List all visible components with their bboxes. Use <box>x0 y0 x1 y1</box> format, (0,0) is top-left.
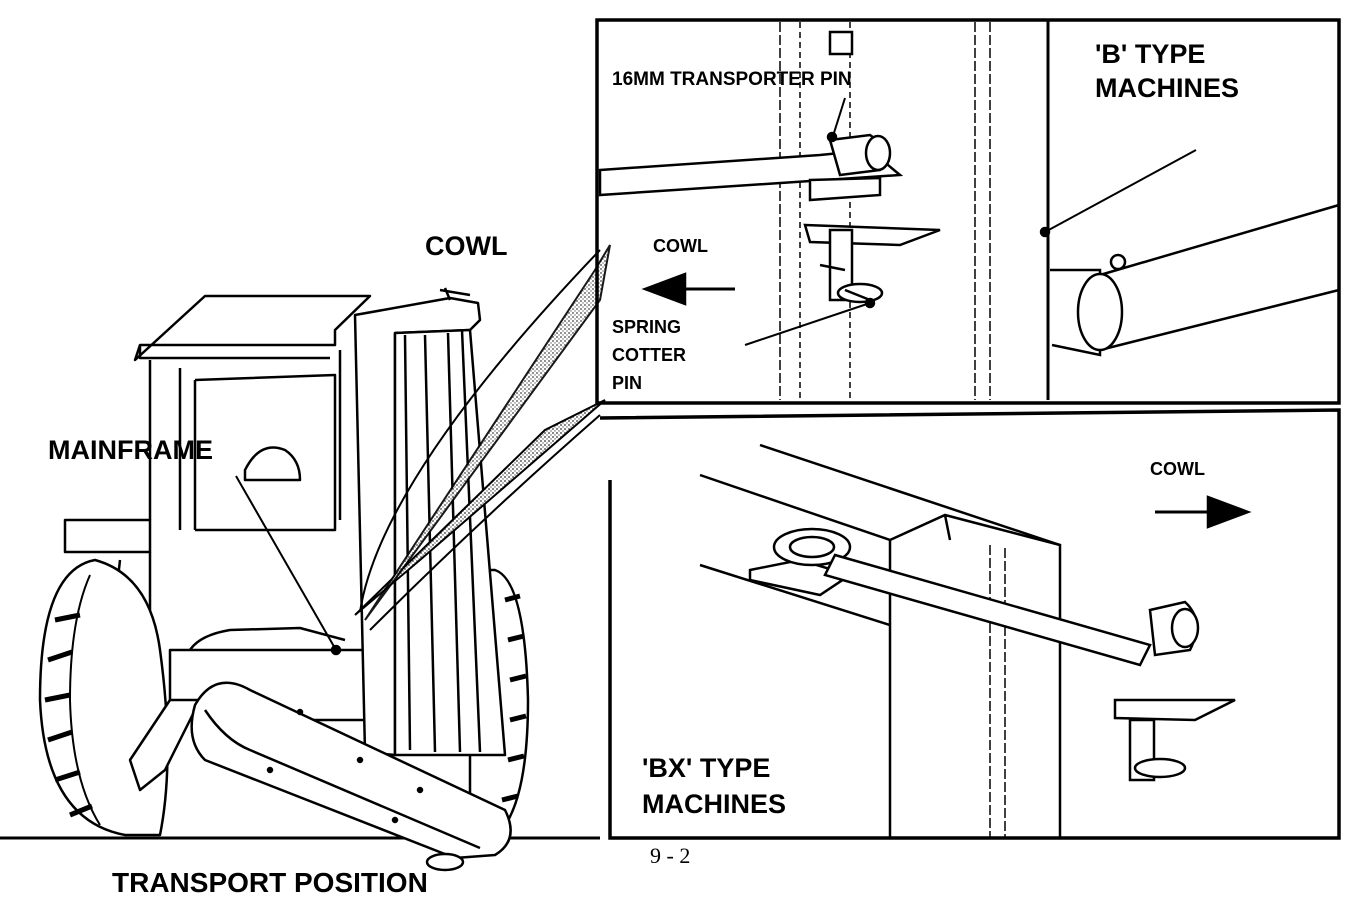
b-type-title-line2: MACHINES <box>1095 73 1240 103</box>
callout-beams <box>354 244 611 631</box>
bx-type-title-line2: MACHINES <box>642 789 787 819</box>
cowl-direction-label-bx: COWL <box>1150 459 1205 479</box>
page-number: 9 - 2 <box>650 843 691 868</box>
tractor-illustration <box>0 287 600 872</box>
b-type-title-line1: 'B' TYPE <box>1095 39 1206 69</box>
inset-bx-type <box>599 408 1341 840</box>
transport-position-caption: TRANSPORT POSITION <box>112 867 428 898</box>
cowl-direction-label-b: COWL <box>653 236 708 256</box>
spring-cotter-pin-label-1: SPRING <box>612 317 682 337</box>
cowl-label: COWL <box>425 231 508 261</box>
mainframe-label: MAINFRAME <box>48 435 213 465</box>
transporter-pin-label: 16MM TRANSPORTER PIN <box>612 69 852 90</box>
bx-type-title-line1: 'BX' TYPE <box>642 753 771 783</box>
spring-cotter-pin-label-2: COTTER <box>612 345 686 365</box>
inset-b-type <box>595 18 1341 405</box>
spring-cotter-pin-label-3: PIN <box>612 373 643 393</box>
